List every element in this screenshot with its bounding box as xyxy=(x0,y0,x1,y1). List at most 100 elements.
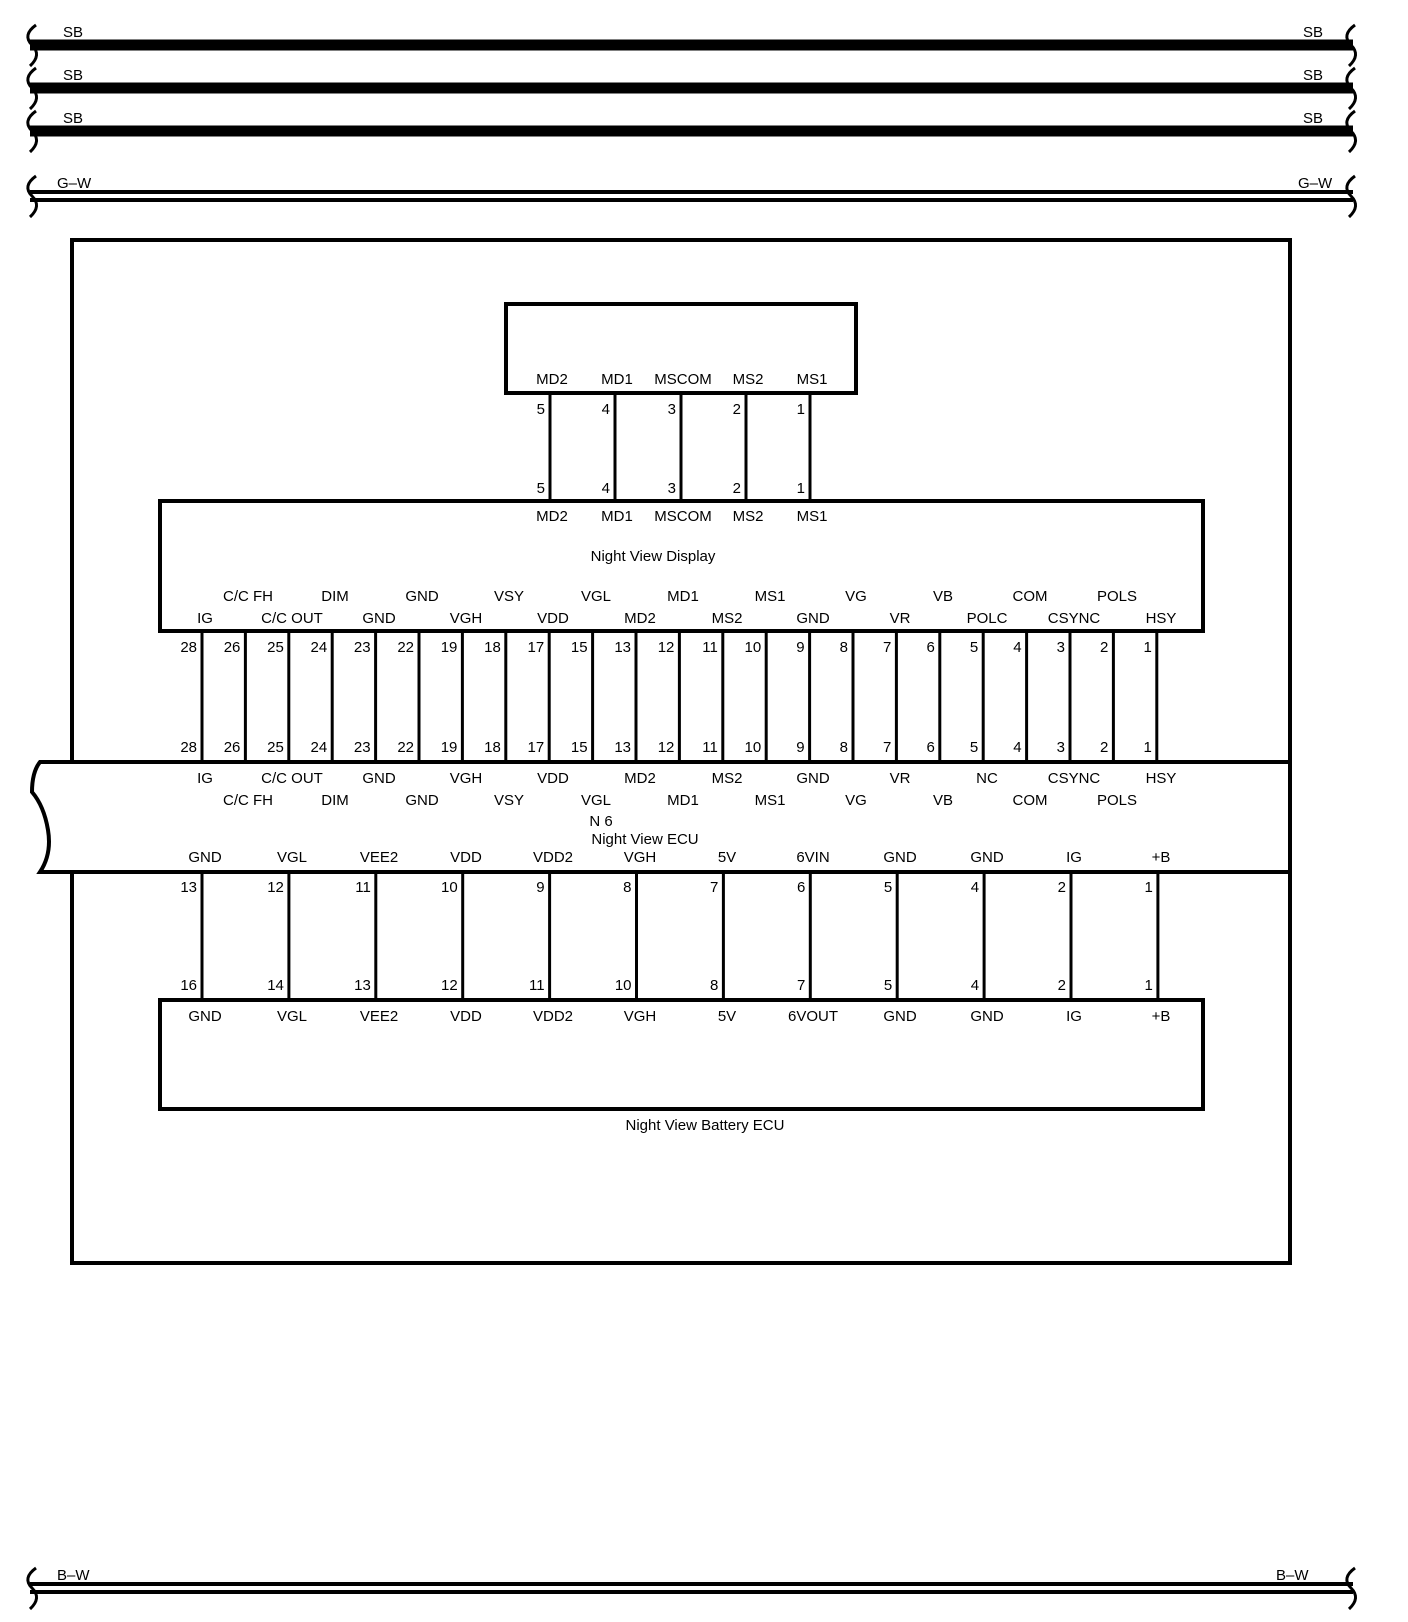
connector-label: +B xyxy=(1152,849,1171,866)
pin-number: 10 xyxy=(745,639,762,656)
connector-label: MD1 xyxy=(667,792,699,809)
pin-number: 17 xyxy=(528,639,545,656)
night-view-battery-ecu-box xyxy=(158,998,1205,1111)
pin-number: 8 xyxy=(840,739,848,756)
connector-label: IG xyxy=(197,610,213,627)
connector-label: VDD xyxy=(537,770,569,787)
connector-label: COM xyxy=(1013,588,1048,605)
pin-number: 5 xyxy=(537,401,545,418)
connector-label: VGL xyxy=(277,1008,307,1025)
pin-number: 28 xyxy=(180,739,197,756)
pin-number: 4 xyxy=(971,977,979,994)
connector-label: MSCOM xyxy=(654,371,712,388)
pin-number: 8 xyxy=(710,977,718,994)
pin-number: 10 xyxy=(615,977,632,994)
pin-number: 5 xyxy=(970,639,978,656)
pin-number: 4 xyxy=(1013,739,1021,756)
pin-number: 4 xyxy=(971,879,979,896)
connector-label: POLS xyxy=(1097,792,1137,809)
pin-number: 7 xyxy=(710,879,718,896)
connector-label: POLC xyxy=(967,610,1008,627)
bus-label-left: SB xyxy=(63,67,83,84)
display-ecu-wires xyxy=(200,631,1159,762)
connector-label: GND xyxy=(188,1008,222,1025)
connector-label: COM xyxy=(1013,792,1048,809)
connector-label: VB xyxy=(933,792,953,809)
pin-number: 1 xyxy=(1145,879,1153,896)
pin-number: 5 xyxy=(884,879,892,896)
pin-number: 24 xyxy=(311,739,328,756)
pin-number: 2 xyxy=(733,480,741,497)
pin-number: 19 xyxy=(441,639,458,656)
connector-label: MS1 xyxy=(797,371,828,388)
connector-label: VB xyxy=(933,588,953,605)
pin-number: 15 xyxy=(571,639,588,656)
pin-number: 24 xyxy=(311,639,328,656)
pin-number: 3 xyxy=(668,480,676,497)
connector-label: DIM xyxy=(321,588,349,605)
pin-number: 25 xyxy=(267,739,284,756)
connector-label: HSY xyxy=(1146,610,1177,627)
connector-label: GND xyxy=(405,588,439,605)
connector-label: GND xyxy=(796,610,830,627)
pin-number: 22 xyxy=(397,739,414,756)
pin-number: 18 xyxy=(484,739,501,756)
pin-number: 11 xyxy=(702,639,718,656)
bus-sb-2: SB SB xyxy=(26,66,1357,111)
pin-number: 12 xyxy=(658,639,675,656)
night-view-ecu-band xyxy=(29,760,1292,874)
display-bottom-labels-upper: C/C FH DIM GND VSY VGL MD1 MS1 VG VB COM… xyxy=(223,588,1137,605)
pin-number: 1 xyxy=(797,401,805,418)
connector-label: C/C OUT xyxy=(261,610,323,627)
connector-label: VDD xyxy=(537,610,569,627)
pin-number: 23 xyxy=(354,639,371,656)
connector-label: CSYNC xyxy=(1048,770,1101,787)
pin-number: 12 xyxy=(658,739,675,756)
pin-number: 13 xyxy=(180,879,197,896)
pin-number: 1 xyxy=(1145,977,1153,994)
connector-label: MS2 xyxy=(733,508,764,525)
connector-label: NC xyxy=(976,770,998,787)
pin-number: 16 xyxy=(180,977,197,994)
pin-number: 23 xyxy=(354,739,371,756)
pin-number: 1 xyxy=(1143,639,1151,656)
pin-number: 14 xyxy=(267,977,284,994)
connector-label: VGH xyxy=(450,770,483,787)
pin-number: 28 xyxy=(180,639,197,656)
connector-label: VG xyxy=(845,792,867,809)
connector-label: GND xyxy=(405,792,439,809)
connector-label: CSYNC xyxy=(1048,610,1101,627)
pin-number: 13 xyxy=(614,639,631,656)
connector-label: MS2 xyxy=(712,610,743,627)
connector-label: MS1 xyxy=(797,508,828,525)
connector-label: MS2 xyxy=(733,371,764,388)
pin-number: 9 xyxy=(796,739,804,756)
connector-label: 5V xyxy=(718,849,736,866)
connector-label: VDD2 xyxy=(533,849,573,866)
connector-label: VGL xyxy=(581,792,611,809)
pin-number: 13 xyxy=(614,739,631,756)
pin-number: 12 xyxy=(267,879,284,896)
connector-label: GND xyxy=(796,770,830,787)
pin-number: 8 xyxy=(840,639,848,656)
connector-label: GND xyxy=(362,610,396,627)
pin-number: 2 xyxy=(1100,739,1108,756)
pin-number: 10 xyxy=(745,739,762,756)
ecu-labels-row3: GND VGL VEE2 VDD VDD2 VGH 5V 6VIN GND GN… xyxy=(188,849,1170,866)
bus-label-left: G–W xyxy=(57,175,92,192)
pin-number: 1 xyxy=(1143,739,1151,756)
night-view-display-name: Night View Display xyxy=(591,548,716,565)
pin-number: 26 xyxy=(224,639,241,656)
pin-number: 15 xyxy=(571,739,588,756)
pin-number: 2 xyxy=(1100,639,1108,656)
connector-label: C/C OUT xyxy=(261,770,323,787)
connector-label: MD2 xyxy=(536,508,568,525)
bus-sb-3: SB SB xyxy=(26,109,1357,154)
bus-label-right: G–W xyxy=(1298,175,1333,192)
connector-label: DIM xyxy=(321,792,349,809)
ecu-code: N 6 xyxy=(589,813,612,830)
pin-number: 8 xyxy=(623,879,631,896)
display-bottom-labels-lower: IG C/C OUT GND VGH VDD MD2 MS2 GND VR PO… xyxy=(197,610,1176,627)
